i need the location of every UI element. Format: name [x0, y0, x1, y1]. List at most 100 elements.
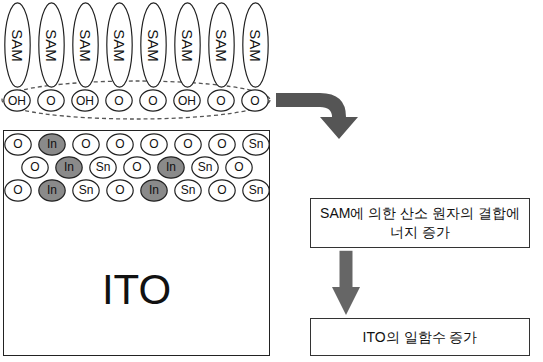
atom-circle: O: [106, 179, 134, 202]
atom-label: O: [250, 95, 259, 107]
atom-circle: O: [4, 179, 32, 202]
ellipse-outline: [38, 90, 64, 111]
atom-label: Sn: [96, 161, 111, 173]
ellipse-outline: [175, 179, 201, 200]
ellipse-outline: [56, 156, 82, 177]
atom-circle: O: [37, 89, 65, 112]
ellipse-outline: [90, 156, 116, 177]
ellipse-outline: [243, 3, 268, 87]
curved-arrow: [276, 93, 358, 139]
ellipse-outline: [158, 156, 184, 177]
atom-circle: O: [207, 89, 235, 112]
ellipse-outline: [192, 156, 218, 177]
atom-circle: O: [241, 89, 269, 112]
ellipse-outline: [175, 3, 200, 87]
substrate-label: ITO: [4, 269, 269, 311]
sam-label: SAM: [111, 29, 128, 62]
atom-label: In: [64, 161, 74, 173]
atom-circle: O: [72, 133, 100, 156]
atom-circle: O: [21, 156, 49, 179]
ellipse-outline: [243, 133, 269, 154]
atom-label: O: [216, 95, 225, 107]
ellipse-outline: [209, 3, 234, 87]
sam-molecule: SAM: [174, 2, 201, 88]
process-box: SAM에 의한 산소 원자의 결합에너지 증가: [310, 198, 530, 248]
ellipse-outline: [73, 179, 99, 200]
atom-label: In: [149, 184, 159, 196]
ellipse-outline: [209, 133, 235, 154]
atom-circle: In: [55, 156, 83, 179]
ellipse-outline: [4, 90, 30, 111]
ellipse-outline: [243, 179, 269, 200]
atom-label: O: [81, 138, 90, 150]
atom-label: O: [46, 95, 55, 107]
ellipse-outline: [39, 3, 64, 87]
atom-circle: OH: [173, 89, 201, 112]
ellipse-outline: [73, 133, 99, 154]
ito-substrate: OInOOOOOSnOInSnOInSnOOInSnOInSnOSnITO: [3, 130, 270, 356]
atom-circle: Sn: [242, 179, 270, 202]
atom-circle: O: [225, 156, 253, 179]
ellipse-outline: [141, 133, 167, 154]
ellipse-outline: [124, 156, 150, 177]
ellipse-outline: [5, 133, 31, 154]
atom-label: O: [149, 138, 158, 150]
sam-label: SAM: [9, 29, 26, 62]
atom-label: Sn: [249, 184, 264, 196]
sam-molecule: SAM: [242, 2, 269, 88]
process-box: ITO의 일함수 증가: [310, 318, 530, 356]
ellipse-outline: [107, 179, 133, 200]
sam-label: SAM: [43, 29, 60, 62]
sam-label: SAM: [179, 29, 196, 62]
atom-label: O: [132, 161, 141, 173]
atom-circle: OH: [71, 89, 99, 112]
atom-label: O: [217, 184, 226, 196]
sam-molecule: SAM: [140, 2, 167, 88]
ellipse-outline: [141, 3, 166, 87]
ellipse-outline: [141, 179, 167, 200]
ellipse-outline: [22, 156, 48, 177]
atom-label: Sn: [79, 184, 94, 196]
atom-label: O: [13, 138, 22, 150]
atom-label: OH: [8, 95, 26, 107]
atom-circle: O: [139, 89, 167, 112]
ellipse-outline: [72, 90, 98, 111]
atom-circle: In: [157, 156, 185, 179]
atom-label: O: [114, 95, 123, 107]
atom-circle: O: [105, 89, 133, 112]
sam-molecule: SAM: [72, 2, 99, 88]
atom-label: Sn: [198, 161, 213, 173]
ellipse-outline: [106, 90, 132, 111]
atom-circle: O: [140, 133, 168, 156]
ellipse-outline: [226, 156, 252, 177]
sam-molecule: SAM: [4, 2, 31, 88]
ellipse-outline: [140, 90, 166, 111]
ellipse-outline: [175, 133, 201, 154]
atom-circle: In: [38, 133, 66, 156]
atom-circle: Sn: [174, 179, 202, 202]
ellipse-outline: [5, 3, 30, 87]
box-text: ITO의 일함수 증가: [363, 328, 478, 347]
sam-label: SAM: [145, 29, 162, 62]
ellipse-outline: [39, 133, 65, 154]
ellipse-outline: [174, 90, 200, 111]
atom-label: O: [183, 138, 192, 150]
atom-circle: O: [106, 133, 134, 156]
sam-label: SAM: [247, 29, 264, 62]
atom-label: O: [13, 184, 22, 196]
sam-molecule: SAM: [38, 2, 65, 88]
atom-label: O: [115, 184, 124, 196]
atom-circle: O: [4, 133, 32, 156]
atom-circle: O: [123, 156, 151, 179]
ellipse-outline: [242, 90, 268, 111]
atom-circle: Sn: [89, 156, 117, 179]
ellipse-outline: [107, 133, 133, 154]
sam-molecule: SAM: [208, 2, 235, 88]
dashed-region: [2, 81, 270, 119]
box-text: SAM에 의한 산소 원자의 결합에너지 증가: [319, 204, 521, 242]
atom-circle: O: [208, 133, 236, 156]
atom-circle: O: [208, 179, 236, 202]
ellipse-outline: [73, 3, 98, 87]
flow-arrow: [340, 251, 353, 287]
